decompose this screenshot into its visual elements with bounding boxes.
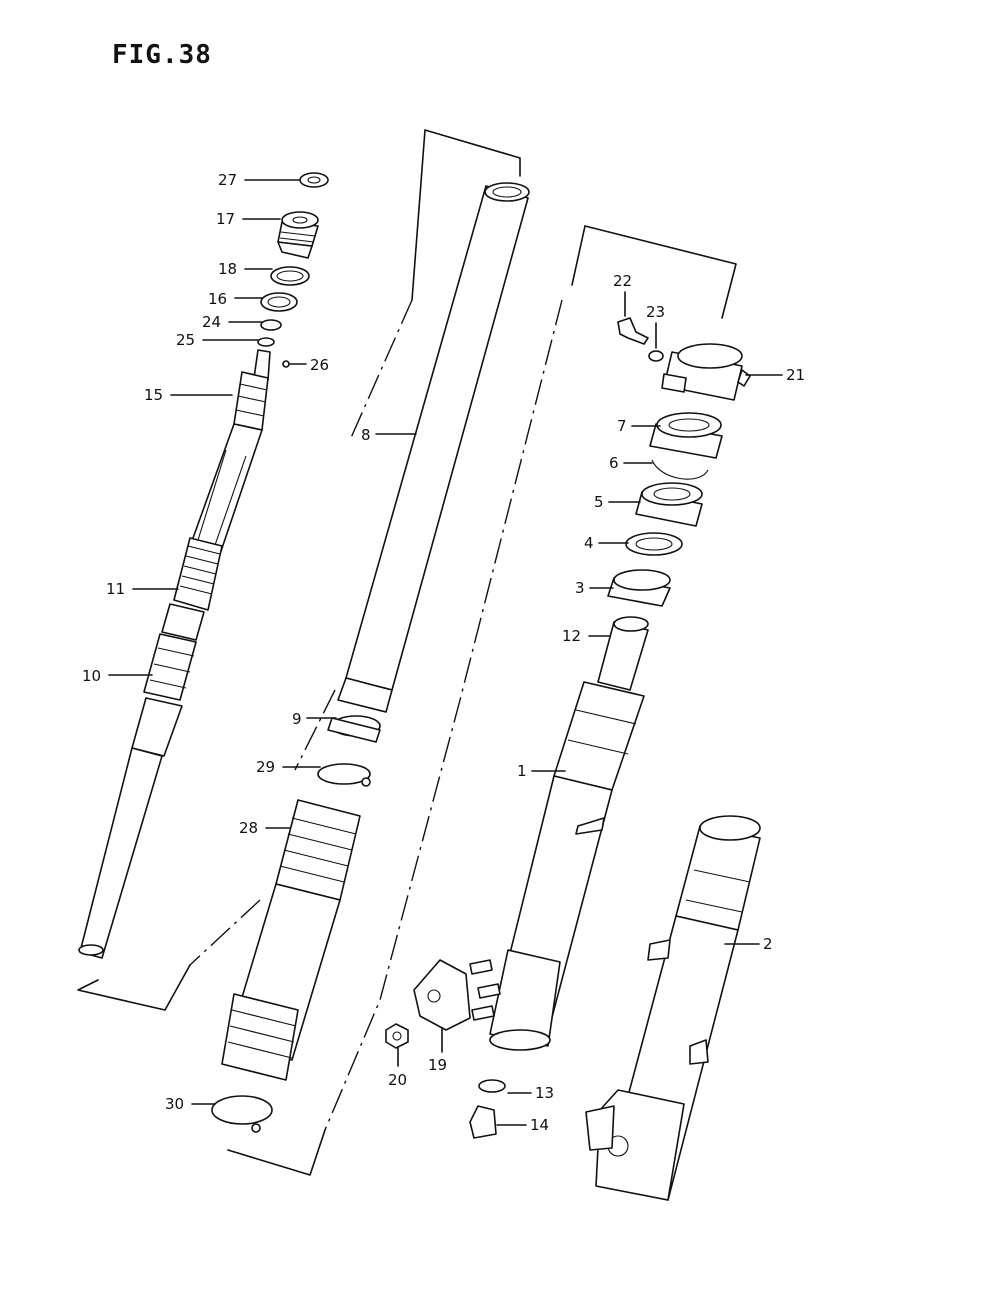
callout-26: 26 bbox=[310, 356, 329, 374]
callout-2: 2 bbox=[763, 935, 773, 953]
callout-25: 25 bbox=[176, 331, 195, 349]
callout-9: 9 bbox=[292, 710, 302, 728]
bracket-centerline-center bbox=[324, 299, 563, 1131]
callout-23: 23 bbox=[646, 303, 665, 321]
callout-20: 20 bbox=[388, 1071, 407, 1089]
bracket-centerline-left-lower bbox=[189, 689, 336, 966]
bracket-frame-left bbox=[77, 129, 521, 1011]
callout-27: 27 bbox=[218, 171, 237, 189]
callout-10: 10 bbox=[82, 667, 101, 685]
part-15-damper-rod bbox=[187, 349, 271, 561]
callout-13: 13 bbox=[535, 1084, 554, 1102]
callout-1: 1 bbox=[517, 762, 527, 780]
part-20-nut bbox=[385, 1023, 409, 1049]
callout-30: 30 bbox=[165, 1095, 184, 1113]
part-19-axle-holder bbox=[413, 959, 471, 1031]
callout-11: 11 bbox=[106, 580, 125, 598]
callout-14: 14 bbox=[530, 1116, 549, 1134]
part-6-ring bbox=[651, 459, 709, 480]
bracket-frame-center bbox=[227, 225, 737, 1176]
part-29-boot-clamp bbox=[317, 763, 371, 785]
callout-17: 17 bbox=[216, 210, 235, 228]
part-14-drain-bolt bbox=[469, 1105, 497, 1139]
part-11-spring bbox=[161, 537, 223, 641]
bracket-centerline-left bbox=[349, 299, 413, 441]
part-7-bearing-cup bbox=[649, 412, 723, 459]
part-10-rod-tube bbox=[78, 633, 197, 959]
part-5-bearing bbox=[635, 482, 703, 527]
part-4-seal bbox=[625, 532, 683, 556]
callout-6: 6 bbox=[609, 454, 619, 472]
callout-4: 4 bbox=[584, 534, 594, 552]
part-1-outer-tube bbox=[489, 681, 645, 1051]
callout-18: 18 bbox=[218, 260, 237, 278]
part-28-fork-boot bbox=[221, 799, 361, 1081]
part-22-bolt bbox=[617, 317, 649, 345]
part-3-ring bbox=[607, 569, 671, 607]
callout-16: 16 bbox=[208, 290, 227, 308]
callout-12: 12 bbox=[562, 627, 581, 645]
callout-7: 7 bbox=[617, 417, 627, 435]
studs bbox=[469, 959, 501, 1021]
part-8-inner-tube bbox=[337, 182, 530, 713]
part-30-clamp bbox=[211, 1095, 273, 1125]
part-24-ring bbox=[260, 319, 282, 331]
callout-29: 29 bbox=[256, 758, 275, 776]
callout-15: 15 bbox=[144, 386, 163, 404]
part-23-washer bbox=[648, 350, 664, 362]
part-13-washer bbox=[478, 1079, 506, 1093]
figure-title: FIG.38 bbox=[112, 40, 212, 70]
callout-28: 28 bbox=[239, 819, 258, 837]
part-2-outer-tube bbox=[585, 815, 761, 1201]
part-21-fork-cap bbox=[661, 343, 751, 401]
callout-8: 8 bbox=[361, 426, 371, 444]
part-18-o-ring bbox=[270, 266, 310, 286]
part-25-ring bbox=[257, 337, 275, 347]
part-17-cap-bolt bbox=[277, 211, 319, 259]
part-12-spacer bbox=[597, 616, 649, 691]
part-16-seal bbox=[260, 292, 298, 312]
part-27-washer bbox=[299, 172, 329, 188]
callout-21: 21 bbox=[786, 366, 805, 384]
callout-5: 5 bbox=[594, 493, 604, 511]
callout-22: 22 bbox=[613, 272, 632, 290]
part-26-ball bbox=[282, 360, 290, 368]
callout-24: 24 bbox=[202, 313, 221, 331]
callout-labels: 2717181624252615811109292830222321765431… bbox=[82, 171, 805, 1134]
callout-19: 19 bbox=[428, 1056, 447, 1074]
callout-3: 3 bbox=[575, 579, 585, 597]
